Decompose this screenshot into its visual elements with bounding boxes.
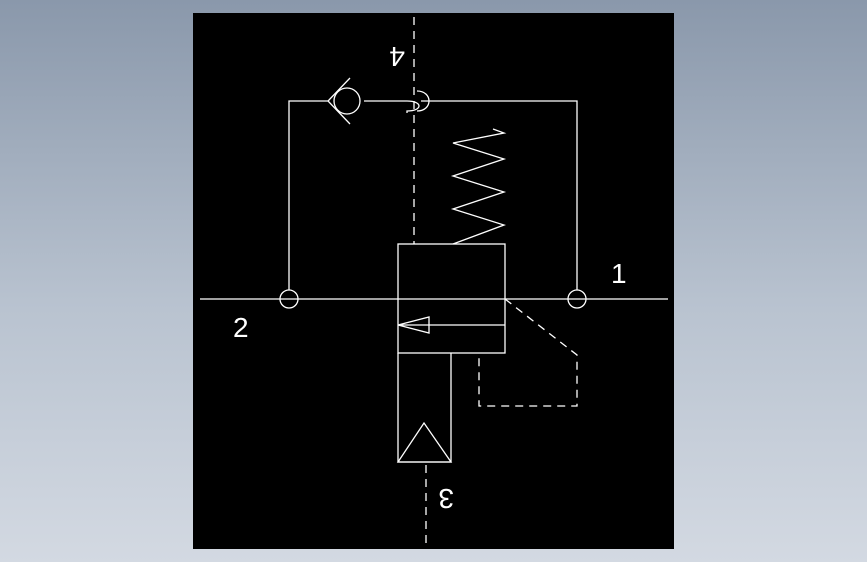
actuator-triangle-icon: [396, 421, 453, 463]
port-2-label: 2: [233, 312, 249, 343]
cad-drawing-canvas[interactable]: 1 2 3 4: [193, 13, 674, 549]
internal-pilot-line: [478, 298, 578, 407]
spring-icon: [450, 128, 507, 245]
line-crossover-arc: [406, 100, 420, 113]
flow-direction-arrow-icon: [397, 316, 430, 334]
bypass-line-right-upper: [421, 100, 578, 290]
port-4-label: 4: [389, 41, 405, 72]
port-1-label: 1: [611, 258, 627, 289]
valve-body-lower: [397, 353, 452, 463]
line-crossover-hump: [416, 90, 430, 112]
check-valve-ball: [333, 87, 361, 115]
check-valve-seat: [327, 77, 351, 125]
bypass-line-left: [288, 100, 328, 290]
port-3-label: 3: [438, 483, 454, 514]
hydraulic-valve-schematic: 1 2 3 4: [200, 17, 668, 547]
